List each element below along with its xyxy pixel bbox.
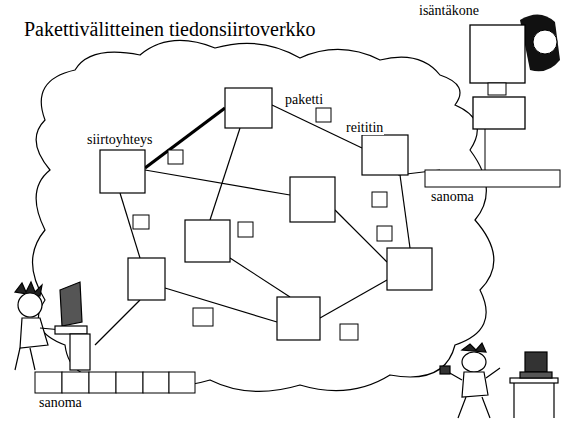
label: sanoma bbox=[38, 395, 83, 410]
label: siirtoyhteys bbox=[86, 132, 153, 147]
label: sanoma bbox=[430, 189, 475, 204]
network-cloud bbox=[33, 40, 494, 391]
label: paketti bbox=[284, 92, 324, 107]
label: isäntäkone bbox=[418, 3, 480, 18]
packets bbox=[133, 108, 392, 340]
user-figure bbox=[440, 343, 558, 418]
diagram-title: Pakettivälitteinen tiedonsiirtoverkko bbox=[24, 18, 316, 41]
user-figure bbox=[15, 282, 90, 370]
message-bar bbox=[35, 372, 195, 393]
host-computer bbox=[470, 14, 560, 170]
label: reititin bbox=[345, 120, 384, 135]
routers bbox=[100, 88, 432, 340]
message-bar bbox=[425, 170, 560, 187]
highlighted-link bbox=[145, 108, 225, 168]
